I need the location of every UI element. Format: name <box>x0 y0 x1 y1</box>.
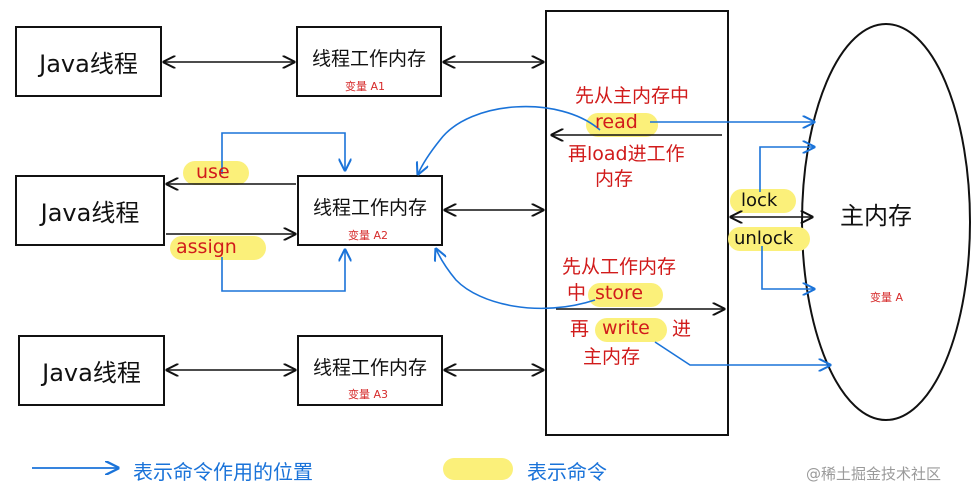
working-memory-1-var: 变量 A1 <box>345 80 386 93</box>
working-memory-1-label: 线程工作内存 <box>311 48 426 70</box>
legend-arrow-label: 表示命令作用的位置 <box>133 460 313 484</box>
cmd-lock: lock <box>741 190 778 211</box>
legend-highlight-label: 表示命令 <box>527 460 607 484</box>
lock-highlight <box>730 189 796 213</box>
working-memory-3-var: 变量 A3 <box>348 388 389 401</box>
java-thread-1-box: Java线程 <box>15 26 162 97</box>
working-memory-2-var: 变量 A2 <box>348 229 389 242</box>
note-store-line1: 先从工作内存 <box>562 256 677 278</box>
read-highlight <box>586 113 658 137</box>
unlock-highlight <box>728 227 810 251</box>
working-memory-2-box: 线程工作内存 <box>297 175 443 246</box>
cmd-unlock: unlock <box>734 228 794 249</box>
use-highlight <box>183 161 249 185</box>
working-memory-1-box: 线程工作内存 <box>296 26 442 97</box>
working-memory-3-box: 线程工作内存 <box>297 335 443 406</box>
store-highlight <box>588 283 663 307</box>
blue-unlock-bracket <box>761 246 814 289</box>
cmd-use: use <box>196 161 230 183</box>
cmd-store: store <box>595 282 644 304</box>
assign-highlight <box>170 236 266 260</box>
cmd-read: read <box>595 111 638 133</box>
blue-store-curve <box>436 249 596 310</box>
blue-write-main <box>654 341 830 365</box>
blue-use-loop <box>221 132 345 174</box>
blue-lock-bracket <box>759 147 814 192</box>
working-memory-2-label: 线程工作内存 <box>312 197 427 219</box>
java-thread-2-box: Java线程 <box>15 175 165 246</box>
note-write-line2: 主内存 <box>583 346 641 368</box>
note-write-suffix: 进 <box>672 318 692 340</box>
write-highlight <box>595 318 667 342</box>
working-memory-3-label: 线程工作内存 <box>312 357 427 379</box>
blue-assign-loop <box>221 250 345 292</box>
watermark: @稀土掘金技术社区 <box>806 465 942 483</box>
cmd-assign: assign <box>176 236 237 258</box>
note-load-line2: 内存 <box>595 168 634 190</box>
java-thread-3-label: Java线程 <box>42 359 141 387</box>
note-load-line1: 再load进工作 <box>568 143 685 165</box>
java-thread-3-box: Java线程 <box>18 335 165 406</box>
java-thread-2-label: Java线程 <box>40 199 140 227</box>
cmd-write: write <box>602 317 650 339</box>
note-read-line1: 先从主内存中 <box>575 85 690 107</box>
blue-load-curve <box>418 105 601 174</box>
note-store-prefix: 中 <box>567 282 587 304</box>
main-memory-label: 主内存 <box>840 202 912 230</box>
main-memory-var: 变量 A <box>870 291 904 304</box>
note-write-prefix: 再 <box>570 318 590 340</box>
java-thread-1-label: Java线程 <box>39 50 138 78</box>
legend-highlight-swatch <box>443 458 513 480</box>
